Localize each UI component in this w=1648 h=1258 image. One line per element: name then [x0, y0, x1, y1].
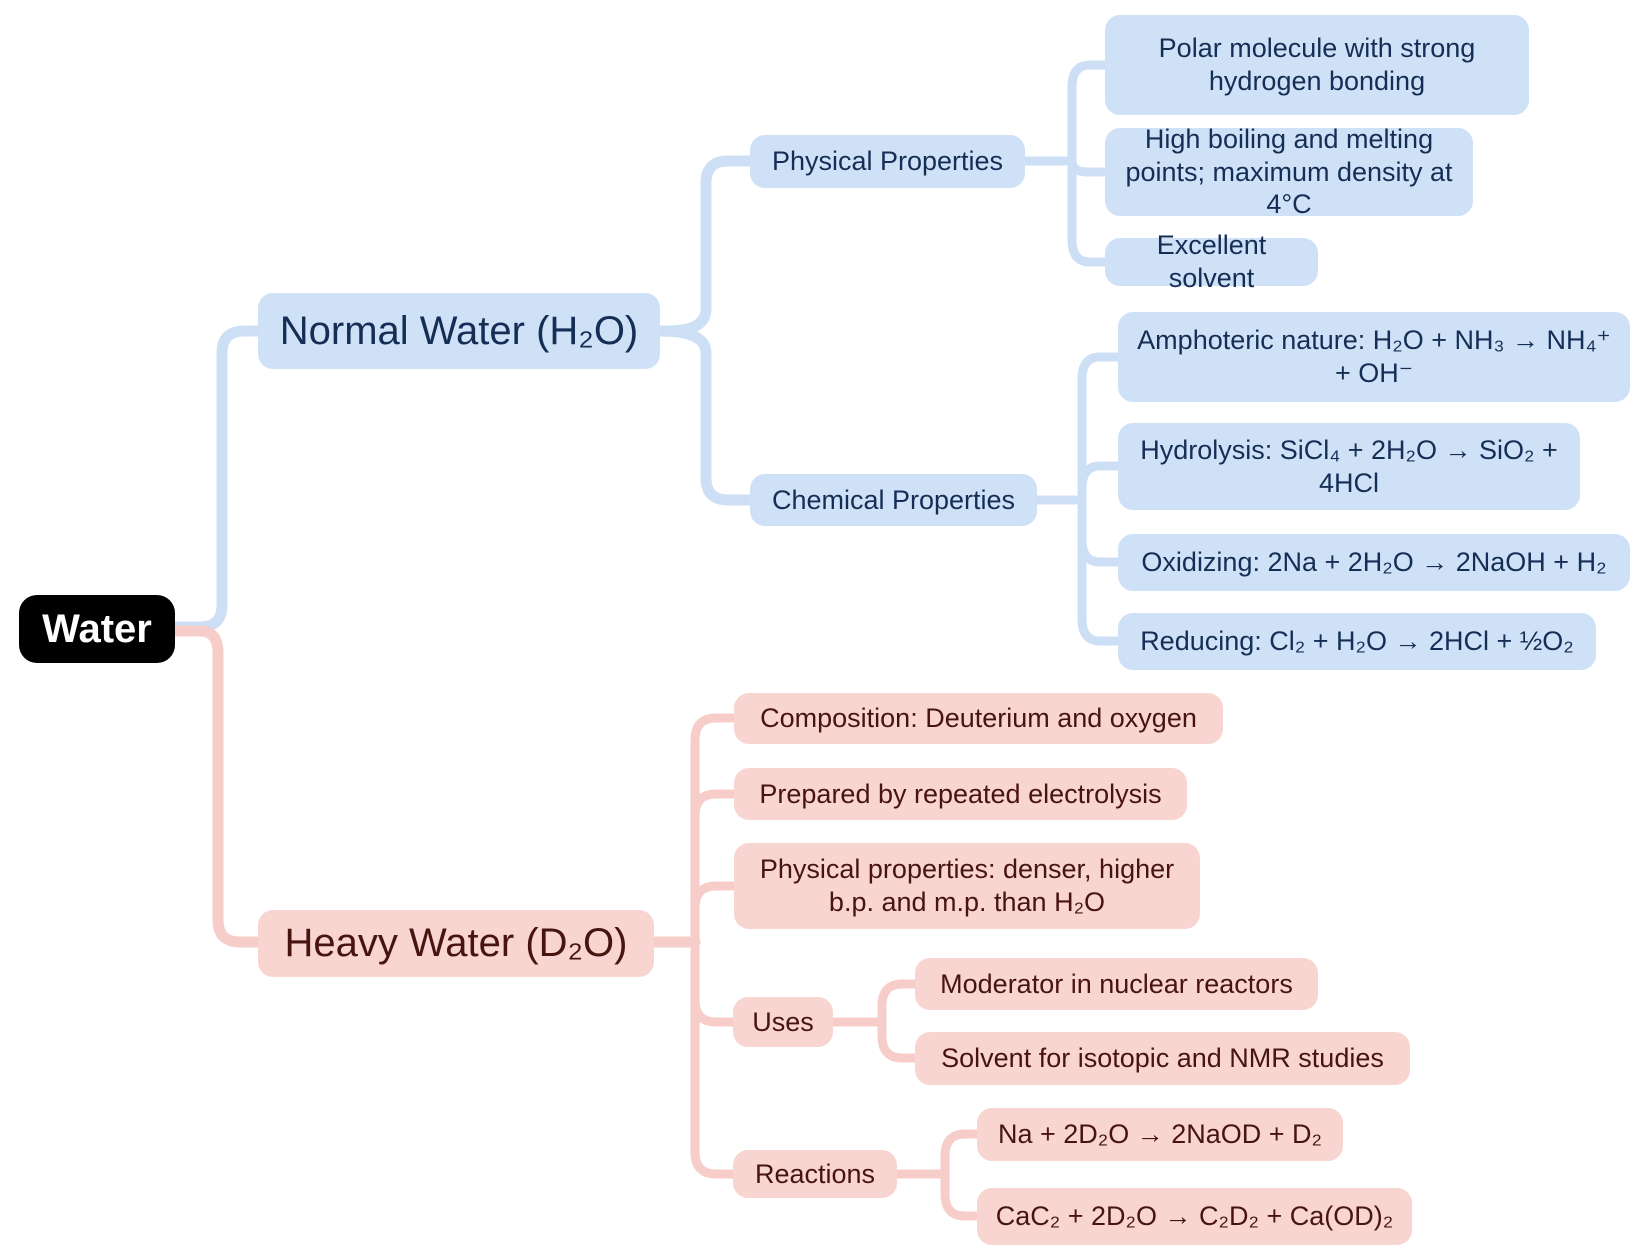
root-node-water: Water — [19, 595, 175, 663]
connector-reactions-cac — [940, 1169, 982, 1221]
node-chemical-properties: Chemical Properties — [750, 474, 1037, 526]
connector-heavy-physical — [690, 881, 739, 947]
node-reducing: Reducing: Cl₂ + H₂O → 2HCl + ½O₂ — [1118, 613, 1596, 670]
node-physical-properties: Physical Properties — [750, 135, 1025, 188]
node-amphoteric-nature: Amphoteric nature: H₂O + NH₃ → NH₄⁺ + OH… — [1118, 312, 1630, 402]
connector-heavy-prepared — [690, 789, 739, 947]
node-polar-molecule: Polar molecule with strong hydrogen bond… — [1105, 15, 1529, 115]
connector-heavy-reactions — [690, 937, 738, 1179]
node-reactions: Reactions — [733, 1150, 897, 1198]
blue-connectors — [169, 60, 1123, 646]
connector-physical-solvent — [1067, 156, 1110, 267]
node-hydrolysis: Hydrolysis: SiCl₄ + 2H₂O → SiO₂ + 4HCl — [1118, 423, 1580, 510]
connector-root-normal — [169, 325, 264, 633]
connector-chemical-reducing — [1077, 495, 1123, 646]
node-nmr-solvent: Solvent for isotopic and NMR studies — [915, 1032, 1410, 1085]
connector-normal-chemical — [654, 325, 756, 506]
node-heavy-physical-properties: Physical properties: denser, higher b.p.… — [734, 843, 1200, 929]
connector-physical-boiling — [1067, 156, 1110, 177]
connector-heavy-uses — [690, 937, 738, 1027]
node-moderator: Moderator in nuclear reactors — [915, 958, 1318, 1010]
connector-chemical-amphoteric — [1077, 352, 1123, 505]
node-oxidizing: Oxidizing: 2Na + 2H₂O → 2NaOH + H₂ — [1118, 534, 1630, 591]
node-cac2-reaction: CaC₂ + 2D₂O → C₂D₂ + Ca(OD)₂ — [977, 1188, 1412, 1245]
node-composition: Composition: Deuterium and oxygen — [734, 693, 1223, 744]
connector-heavy-composition — [690, 713, 739, 947]
node-na-reaction: Na + 2D₂O → 2NaOD + D₂ — [977, 1108, 1343, 1161]
node-excellent-solvent: Excellent solvent — [1105, 230, 1318, 293]
pink-connectors — [169, 625, 982, 1221]
connector-root-heavy — [169, 625, 264, 948]
node-high-boiling: High boiling and melting points; maximum… — [1105, 124, 1473, 219]
connector-uses-solvent — [877, 1017, 920, 1063]
node-prepared-electrolysis: Prepared by repeated electrolysis — [734, 768, 1187, 820]
node-heavy-water: Heavy Water (D₂O) — [258, 910, 654, 977]
connector-physical-polar — [1067, 60, 1110, 166]
node-normal-water: Normal Water (H₂O) — [258, 293, 660, 369]
connector-uses-moderator — [877, 979, 920, 1027]
connector-chemical-hydrolysis — [1077, 461, 1123, 505]
node-uses: Uses — [733, 997, 833, 1047]
connector-normal-physical — [654, 155, 756, 337]
connector-chemical-oxidizing — [1077, 495, 1123, 567]
connector-reactions-na — [940, 1129, 982, 1179]
